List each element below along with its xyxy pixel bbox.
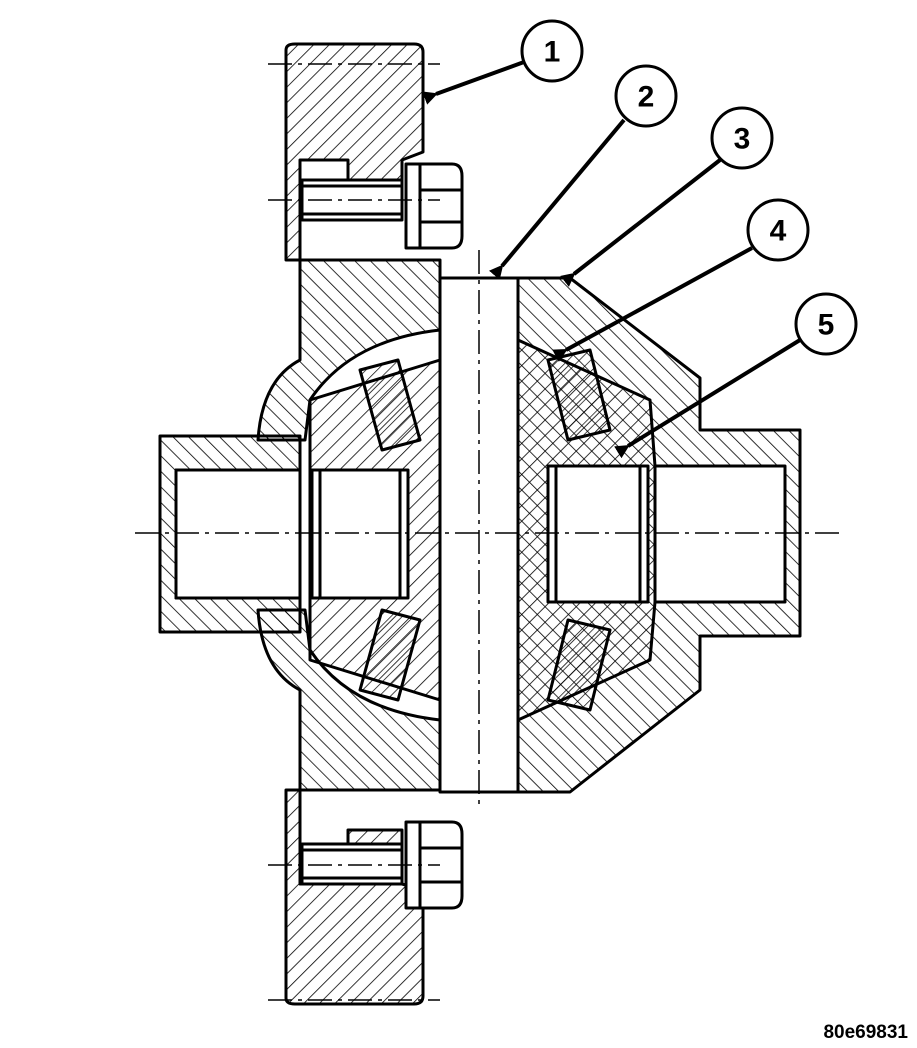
callout-1-circle (520, 19, 584, 83)
pinion-gear-right-bottom (546, 618, 612, 712)
callout-2-circle (614, 64, 678, 128)
pinion-gear-left-bottom (358, 608, 422, 702)
figure-id: 80e69831 (823, 1022, 908, 1043)
callout-3-circle (710, 106, 774, 170)
pinion-gear-right-top (546, 348, 612, 442)
leader-1 (422, 60, 525, 105)
callout-1-label: 1 (544, 36, 561, 69)
bolt-top-head (404, 162, 464, 250)
ring-gear-top (284, 42, 425, 262)
pinion-gear-left-top (358, 358, 422, 452)
leader-3 (560, 158, 722, 287)
ring-gear-bottom (284, 788, 425, 1006)
callout-4-label: 4 (770, 215, 787, 248)
callout-4-circle (746, 198, 810, 262)
callout-2-label: 2 (638, 81, 655, 114)
callout-3-label: 3 (734, 123, 751, 156)
callout-5-label: 5 (818, 309, 835, 342)
leader-5 (614, 338, 802, 459)
leader-2 (488, 118, 626, 280)
bolt-bottom-shank (300, 842, 404, 886)
leader-4 (552, 246, 753, 362)
callout-5-circle (794, 292, 858, 356)
